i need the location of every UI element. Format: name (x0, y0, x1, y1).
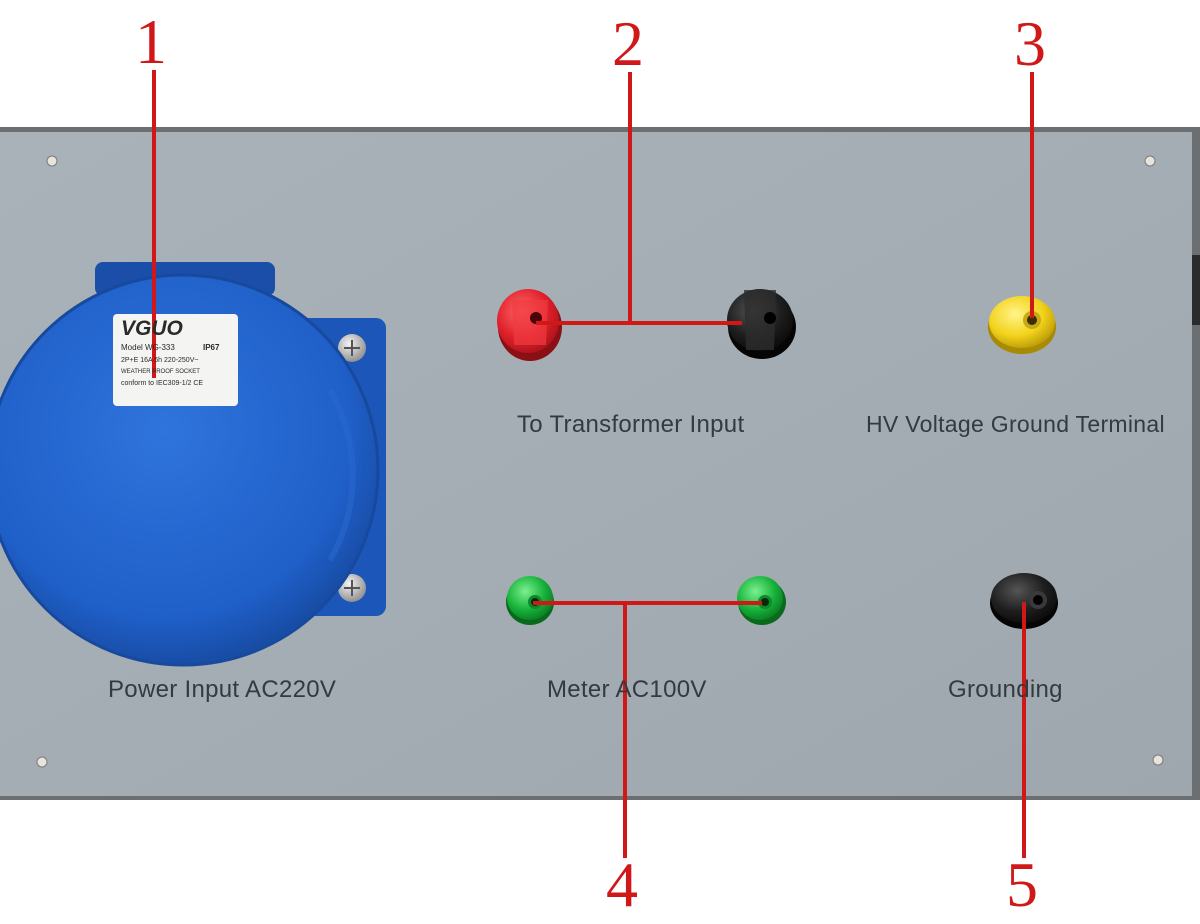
black-terminal-top[interactable] (727, 289, 796, 359)
mounting-hole-bottom-left (36, 756, 48, 768)
socket-cap (0, 275, 378, 665)
power-input-socket (0, 262, 386, 667)
socket-rating: IP67 (203, 343, 220, 352)
callout-number-4: 4 (606, 849, 638, 920)
mounting-hole-bottom-right (1152, 754, 1164, 766)
callout-number-2: 2 (612, 8, 644, 79)
socket-description: WEATHER PROOF SOCKET (121, 369, 200, 375)
mounting-hole-top-left (46, 155, 58, 167)
socket-product-label (113, 314, 238, 406)
annotation-lines (152, 70, 1034, 858)
callout-number-1: 1 (135, 6, 167, 77)
green-terminal-left[interactable] (506, 576, 554, 625)
socket-brand: VGUO (121, 317, 183, 340)
red-terminal[interactable] (497, 289, 562, 361)
power-input-label: Power Input AC220V (108, 676, 337, 703)
socket-spec: 2P+E 16A 6h 220-250V~ (121, 357, 199, 364)
callout-number-3: 3 (1014, 8, 1046, 79)
grounding-label: Grounding (948, 676, 1063, 703)
yellow-terminal[interactable] (988, 296, 1056, 354)
hv-ground-label: HV Voltage Ground Terminal (866, 411, 1165, 437)
meter-label: Meter AC100V (547, 676, 707, 703)
socket-standard: conform to IEC309-1/2 CE (121, 380, 204, 387)
socket-model: Model WG-333 (121, 343, 175, 352)
transformer-input-label: To Transformer Input (517, 411, 745, 438)
mounting-hole-top-right (1144, 155, 1156, 167)
green-terminal-right[interactable] (737, 576, 786, 625)
callout-number-5: 5 (1006, 849, 1038, 920)
background-edge (1190, 255, 1200, 325)
